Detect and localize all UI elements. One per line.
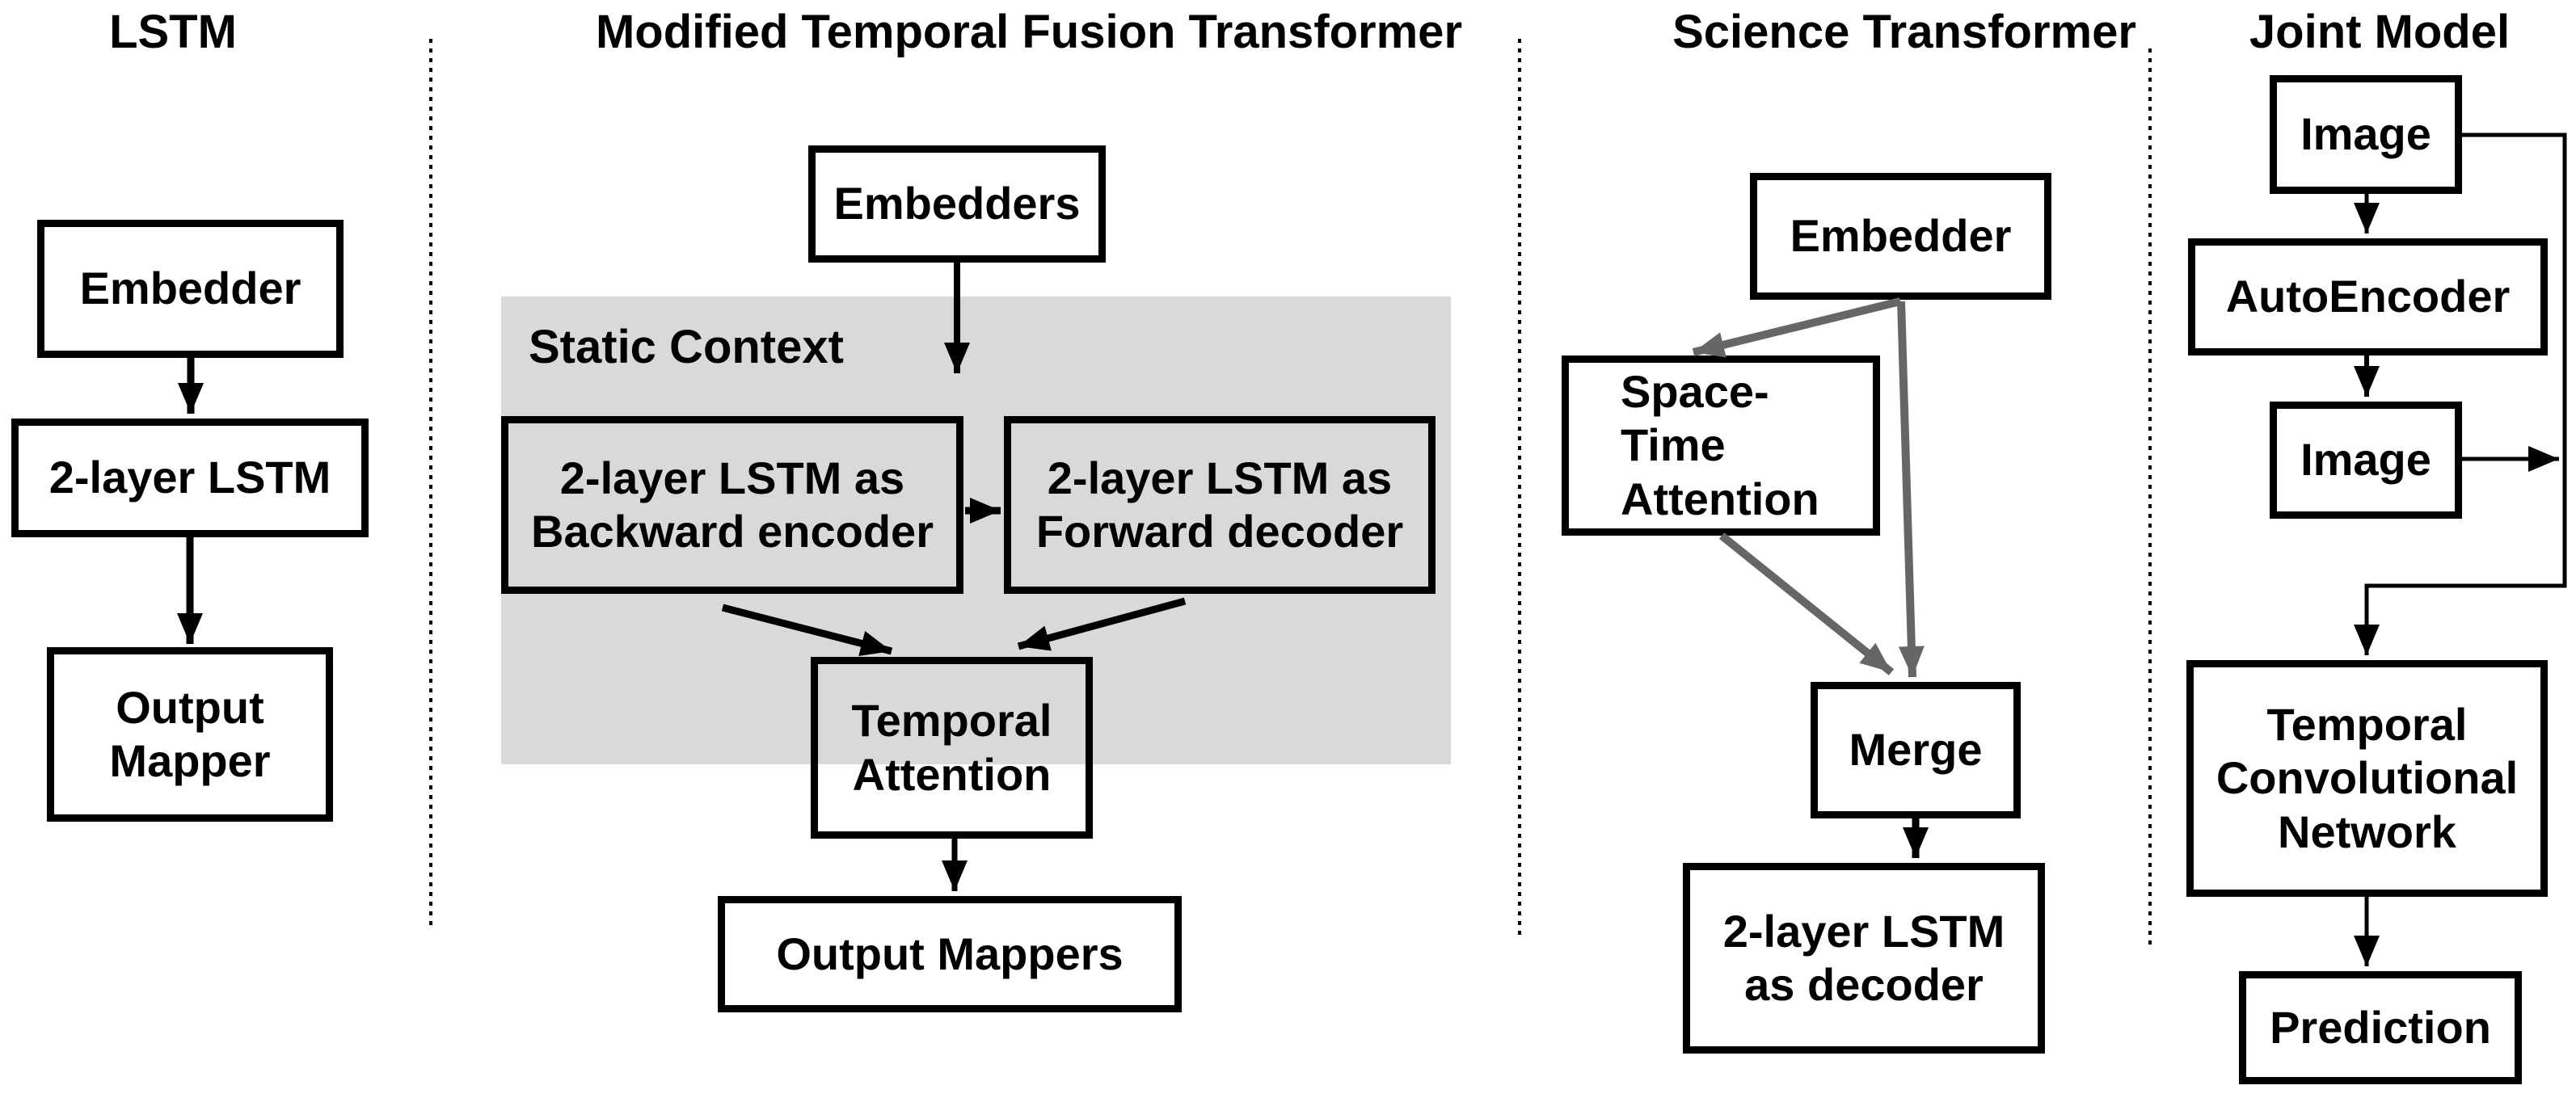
arrow-embedder-to-space-time-attention (1692, 297, 1902, 358)
node-lstm-output-mapper: Output Mapper (47, 647, 333, 822)
static-context-label: Static Context (529, 321, 844, 373)
column-title-lstm: LSTM (109, 6, 237, 58)
column-title-mtft: Modified Temporal Fusion Transformer (595, 6, 1463, 58)
static-context-region (501, 297, 1451, 764)
node-sci-embedder: Embedder (1750, 173, 2051, 300)
arrow-embedder-to-merge (1897, 301, 1925, 678)
node-sci-merge: Merge (1811, 682, 2021, 818)
node-joint-image-recon: Image (2270, 402, 2462, 519)
arrow-space-time-attention-to-merge (1718, 532, 1895, 675)
node-joint-tcn: Temporal Convolutional Network (2186, 660, 2548, 897)
skip-connection-image-to-tcn (2354, 133, 2567, 655)
node-mtft-temporal-attention: Temporal Attention (811, 657, 1093, 839)
node-mtft-forward-decoder: 2-layer LSTM as Forward decoder (1004, 416, 1436, 594)
node-lstm-embedder: Embedder (37, 220, 344, 358)
node-joint-image-input: Image (2270, 75, 2462, 194)
node-sci-lstm-decoder: 2-layer LSTM as decoder (1683, 863, 2045, 1054)
node-joint-autoencoder: AutoEncoder (2188, 238, 2548, 355)
node-mtft-output-mappers: Output Mappers (718, 896, 1182, 1012)
column-divider-2 (1518, 39, 1521, 937)
node-sci-space-time-attention: Space-Time Attention (1562, 355, 1880, 536)
node-mtft-embedders: Embedders (808, 145, 1106, 263)
node-mtft-backward-encoder: 2-layer LSTM as Backward encoder (501, 416, 963, 594)
node-joint-prediction: Prediction (2239, 971, 2522, 1084)
node-lstm-2layer-lstm: 2-layer LSTM (11, 419, 369, 537)
column-divider-3 (2148, 48, 2152, 945)
column-divider-1 (429, 39, 432, 928)
column-title-science-transformer: Science Transformer (1672, 6, 2136, 58)
column-title-joint-model: Joint Model (2249, 6, 2511, 58)
